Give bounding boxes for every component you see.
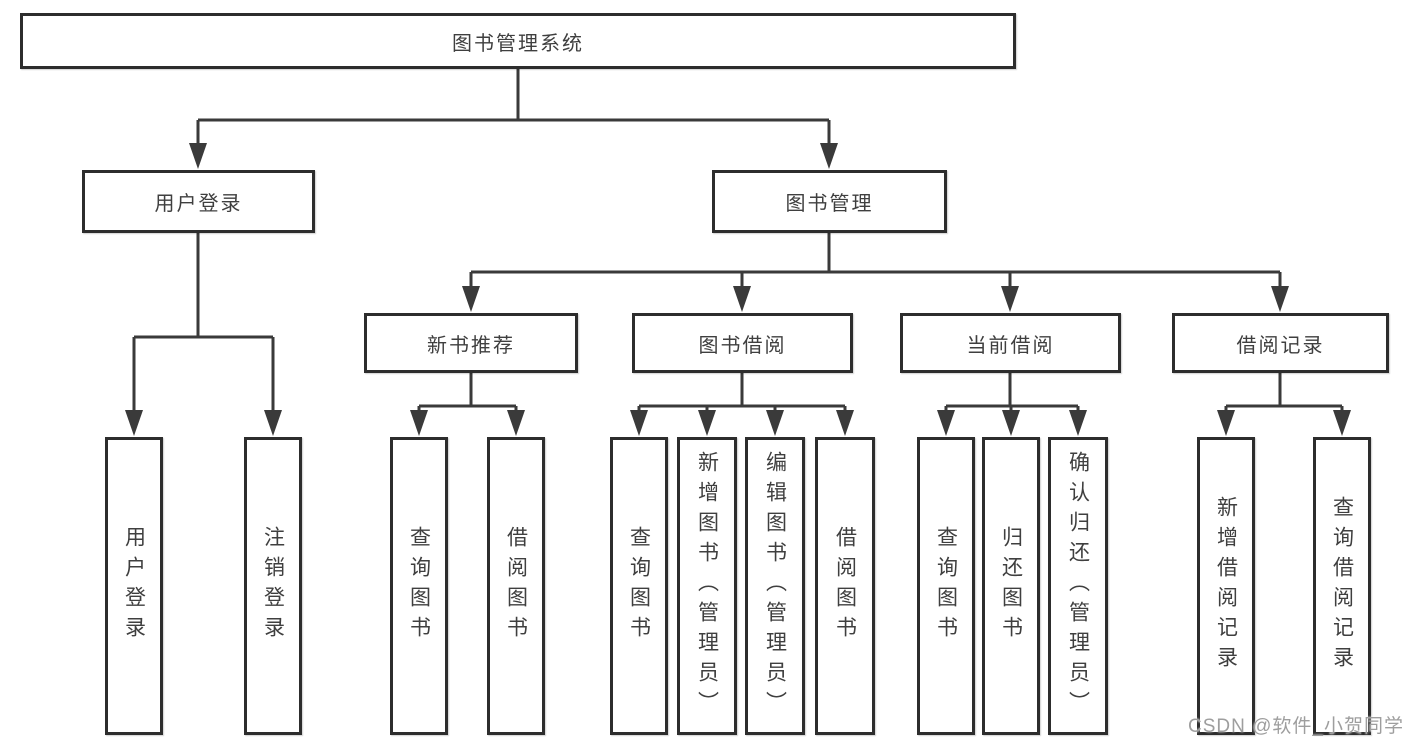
node-current-borrowing: 当前借阅	[900, 313, 1121, 373]
leaf-query-books-borrowing: 查询图书	[610, 437, 668, 735]
node-user-login: 用户登录	[82, 170, 315, 233]
leaf-add-borrow-record: 新增借阅记录	[1197, 437, 1255, 735]
node-label: 查询图书	[407, 526, 431, 646]
leaf-borrow-books-borrowing: 借阅图书	[815, 437, 875, 735]
node-label: 新书推荐	[427, 334, 515, 357]
node-label: 确认归还（管理员）	[1066, 451, 1090, 721]
node-label: 新增借阅记录	[1214, 496, 1238, 676]
node-label: 用户登录	[154, 193, 243, 215]
leaf-user-login: 用户登录	[105, 437, 163, 735]
node-label: 借阅图书	[833, 526, 857, 646]
node-label: 注销登录	[261, 526, 285, 646]
node-label: 借阅图书	[504, 526, 528, 646]
arrowhead-icon	[820, 143, 838, 169]
leaf-confirm-return-admin: 确认归还（管理员）	[1048, 437, 1108, 735]
node-label: 查询图书	[934, 526, 958, 646]
leaf-add-book-admin: 新增图书（管理员）	[677, 437, 737, 735]
arrowhead-icon	[189, 143, 207, 169]
arrowhead-icon	[766, 410, 784, 436]
node-label: 图书借阅	[698, 334, 787, 357]
arrowhead-icon	[1001, 286, 1019, 312]
leaf-return-book: 归还图书	[982, 437, 1040, 735]
arrowhead-icon	[836, 410, 854, 436]
node-label: 借阅记录	[1236, 334, 1325, 357]
node-label: 新增图书（管理员）	[695, 451, 719, 721]
csdn-watermark: CSDN @软件_小贺同学	[1188, 716, 1404, 737]
arrowhead-icon	[1002, 410, 1020, 436]
arrowhead-icon	[462, 286, 480, 312]
arrowhead-icon	[1217, 410, 1235, 436]
node-label: 图书管理系统	[452, 32, 584, 55]
arrowhead-icon	[410, 410, 428, 436]
leaf-query-books-recommend: 查询图书	[390, 437, 448, 735]
arrowhead-icon	[698, 410, 716, 436]
node-label: 图书管理	[785, 193, 874, 215]
node-label: 查询图书	[627, 526, 651, 646]
arrowhead-icon	[1271, 286, 1289, 312]
node-label: 当前借阅	[966, 334, 1055, 357]
arrowhead-icon	[1333, 410, 1351, 436]
node-label: 查询借阅记录	[1330, 496, 1354, 676]
node-label: 编辑图书（管理员）	[763, 451, 787, 721]
node-library-system: 图书管理系统	[20, 13, 1016, 69]
leaf-borrow-books-recommend: 借阅图书	[487, 437, 545, 735]
arrowhead-icon	[507, 410, 525, 436]
arrowhead-icon	[733, 286, 751, 312]
node-borrow-records: 借阅记录	[1172, 313, 1389, 373]
node-label: 归还图书	[999, 526, 1023, 646]
arrowhead-icon	[125, 410, 143, 436]
leaf-query-books-current: 查询图书	[917, 437, 975, 735]
node-new-book-recommend: 新书推荐	[364, 313, 578, 373]
arrowhead-icon	[630, 410, 648, 436]
arrowhead-icon	[937, 410, 955, 436]
leaf-query-borrow-record: 查询借阅记录	[1313, 437, 1371, 735]
node-label: 用户登录	[122, 526, 146, 646]
arrowhead-icon	[1069, 410, 1087, 436]
node-book-borrowing: 图书借阅	[632, 313, 853, 373]
node-book-management: 图书管理	[712, 170, 947, 233]
arrowhead-icon	[264, 410, 282, 436]
leaf-edit-book-admin: 编辑图书（管理员）	[745, 437, 805, 735]
leaf-logout: 注销登录	[244, 437, 302, 735]
